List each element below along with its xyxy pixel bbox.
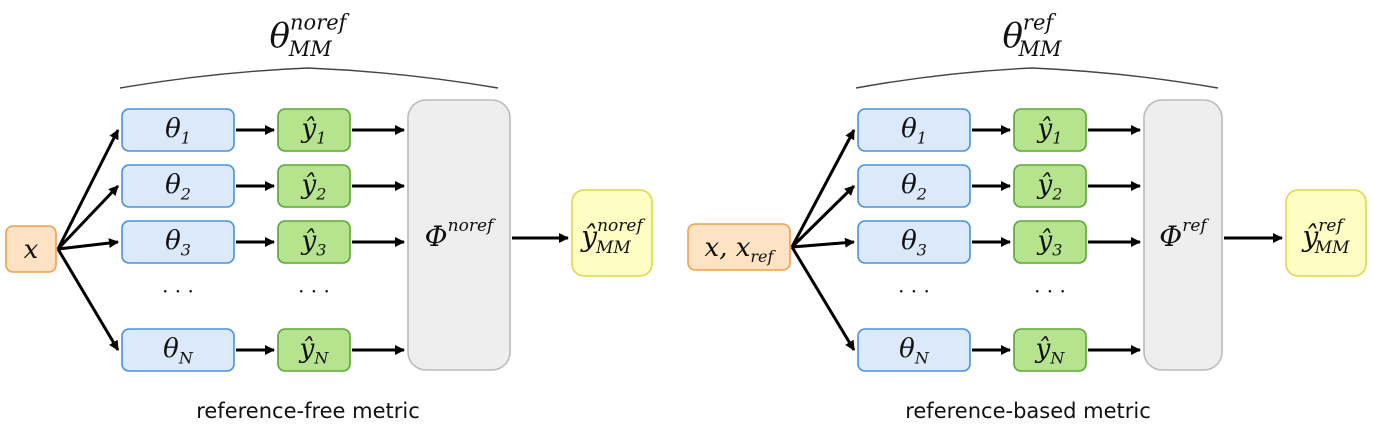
fan-arrow: [790, 184, 856, 249]
output-box: [1013, 108, 1087, 152]
model-box: [857, 328, 971, 372]
model-label: θ1: [165, 114, 191, 147]
model-box: [121, 220, 235, 264]
result-box: [1285, 189, 1367, 277]
fan-arrow: [57, 238, 119, 251]
output-box: [1013, 220, 1087, 264]
output-label: ŷ1: [1037, 114, 1063, 147]
caption: reference-based metric: [905, 399, 1151, 423]
model-brace: [855, 67, 1219, 89]
fan-arrow: [56, 248, 120, 351]
output-box: [1013, 164, 1087, 208]
output-box: [277, 164, 351, 208]
output-label: ŷ1: [301, 114, 327, 147]
aggregator-label: Φref: [1159, 216, 1209, 253]
model-box: [121, 164, 235, 208]
model-label: θ3: [901, 226, 927, 259]
caption: reference-free metric: [196, 399, 420, 423]
model-label: θ1: [901, 114, 927, 147]
model-box: [857, 164, 971, 208]
ellipsis: · · ·: [162, 279, 194, 303]
ellipsis: · · ·: [298, 279, 330, 303]
fan-arrow: [790, 129, 856, 248]
input-label: x: [24, 235, 39, 265]
model-label: θN: [163, 334, 194, 367]
output-label: ŷ2: [301, 170, 327, 203]
fan-arrow: [791, 237, 855, 249]
output-box: [1013, 328, 1087, 372]
fan-arrow: [790, 246, 856, 351]
output-label: ŷN: [299, 334, 330, 367]
aggregator-label: Φnoref: [425, 216, 496, 253]
output-box: [277, 220, 351, 264]
ellipsis: · · ·: [1034, 279, 1066, 303]
aggregator-box: [1143, 99, 1223, 371]
output-label: ŷ3: [301, 226, 327, 259]
aggregator-box: [407, 99, 511, 371]
model-label: θN: [899, 334, 930, 367]
ellipsis: · · ·: [898, 279, 930, 303]
output-label: ŷ2: [1037, 170, 1063, 203]
model-label: θ3: [165, 226, 191, 259]
model-label: θ2: [901, 170, 927, 203]
result-box: [571, 189, 653, 277]
output-label: ŷ3: [1037, 226, 1063, 259]
input-box: [5, 225, 57, 273]
fan-arrow: [56, 129, 120, 250]
model-box: [121, 328, 235, 372]
output-label: ŷN: [1035, 334, 1066, 367]
model-box: [857, 220, 971, 264]
input-box: [687, 223, 791, 271]
fan-arrow: [56, 184, 120, 251]
input-label: x, xref: [705, 233, 777, 266]
model-label: θ2: [165, 170, 191, 203]
model-box: [857, 108, 971, 152]
model-brace: [119, 67, 499, 89]
output-box: [277, 108, 351, 152]
output-box: [277, 328, 351, 372]
model-box: [121, 108, 235, 152]
